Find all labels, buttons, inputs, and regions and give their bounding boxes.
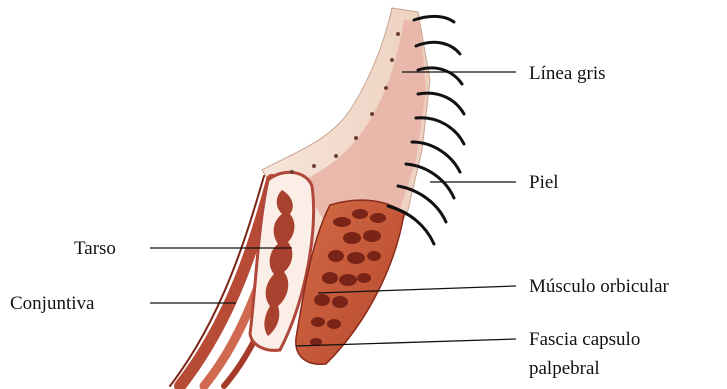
- label-linea-gris: Línea gris: [529, 62, 606, 85]
- label-piel: Piel: [529, 171, 559, 194]
- label-musculo-orbicular: Músculo orbicular: [529, 275, 669, 298]
- label-fascia-line-1: Fascia capsulo: [529, 328, 640, 351]
- label-conjuntiva: Conjuntiva: [10, 292, 94, 315]
- label-tarso: Tarso: [74, 237, 116, 260]
- label-fascia-line-2: palpebral: [529, 357, 600, 380]
